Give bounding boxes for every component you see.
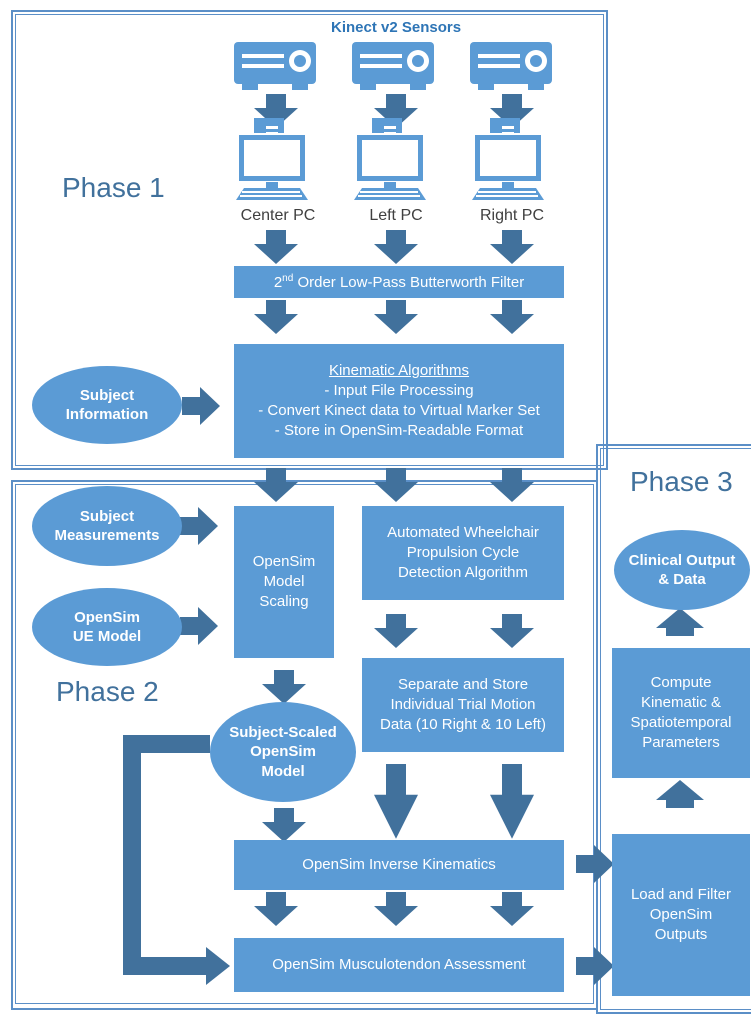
sensors-title: Kinect v2 Sensors [331,19,462,36]
sensor-right-icon [470,42,552,90]
scaling-line3: Scaling [259,592,309,610]
scaling-line2: Model [263,573,305,591]
detection-line3: Detection Algorithm [397,563,529,581]
inverse-kinematics-box: OpenSim Inverse Kinematics [234,840,564,890]
phase3-label: Phase 3 [630,466,733,497]
kinematic-algorithms-box: Kinematic Algorithms - Input File Proces… [234,344,564,458]
compute-line2: Kinematic & [640,694,722,712]
load-line2: OpenSim [649,906,713,924]
subject-information-ellipse: Subject Information [32,366,182,444]
subject-measurements-ellipse: Subject Measurements [32,486,182,566]
phase2-label: Phase 2 [56,676,159,707]
computer-center-icon [235,117,309,201]
ik-label: OpenSim Inverse Kinematics [302,856,496,874]
clinical-line1: Clinical Output [628,551,736,569]
subject-meas-line1: Subject [79,507,135,525]
clinical-output-ellipse: Clinical Output & Data [614,530,750,610]
butterworth-filter-box: 2nd Order Low-Pass Butterworth Filter [234,266,564,298]
phase1-label: Phase 1 [62,172,165,203]
kinematic-line2: - Convert Kinect data to Virtual Marker … [258,402,540,419]
subject-meas-line2: Measurements [54,527,160,544]
propulsion-cycle-detection-box: Automated Wheelchair Propulsion Cycle De… [362,506,564,600]
mta-label: OpenSim Musculotendon Assessment [272,956,526,974]
detection-line2: Propulsion Cycle [406,544,520,562]
separate-store-box: Separate and Store Individual Trial Moti… [362,658,564,752]
compute-line1: Compute [650,674,712,692]
detection-line1: Automated Wheelchair [387,524,539,542]
opensim-model-scaling-box: OpenSim Model Scaling [234,506,334,658]
separate-line1: Separate and Store [397,676,529,694]
subject-info-line1: Subject [79,386,135,404]
kinematic-heading: Kinematic Algorithms [328,362,470,380]
left-pc-label: Left PC [369,207,423,224]
kinematic-line1: - Input File Processing [324,382,474,400]
computer-left-icon [353,117,427,201]
compute-line4: Parameters [642,733,720,751]
separate-line3: Data (10 Right & 10 Left) [380,715,546,733]
computer-right-icon [471,117,545,201]
separate-line2: Individual Trial Motion [390,696,536,714]
center-pc-label: Center PC [240,207,316,224]
subject-scaled-model-ellipse: Subject-Scaled OpenSim Model [210,702,356,802]
sensor-left-icon [352,42,434,90]
scaling-line1: OpenSim [252,553,316,571]
clinical-line2: & Data [658,571,706,588]
load-filter-outputs-box: Load and Filter OpenSim Outputs [612,834,750,996]
compute-parameters-box: Compute Kinematic & Spatiotemporal Param… [612,648,750,778]
kinematic-line3: - Store in OpenSim-Readable Format [274,421,524,439]
opensim-ue-line2: UE Model [72,628,142,645]
opensim-ue-line1: OpenSim [74,608,140,626]
opensim-ue-model-ellipse: OpenSim UE Model [32,588,182,666]
phase1-frame-inner [15,14,604,466]
load-line3: Outputs [654,925,708,943]
right-pc-label: Right PC [479,207,545,224]
scaled-model-line3: Model [261,762,305,780]
compute-line3: Spatiotemporal [630,714,732,731]
musculotendon-assessment-box: OpenSim Musculotendon Assessment [234,938,564,992]
subject-info-line2: Information [65,406,149,423]
phase1-frame [11,10,608,470]
sensor-center-icon [234,42,316,90]
scaled-model-line2: OpenSim [250,743,316,761]
scaled-model-line1: Subject-Scaled [229,723,337,741]
load-line1: Load and Filter [630,886,732,904]
